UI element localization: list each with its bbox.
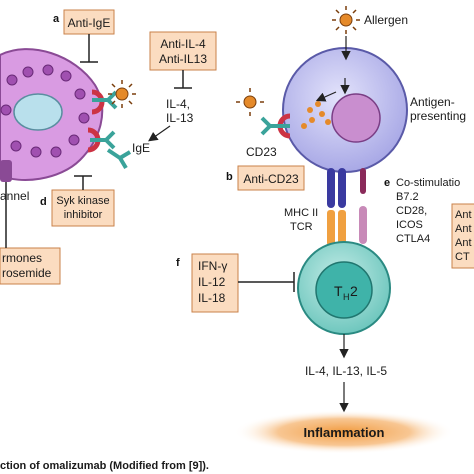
syk-label-line1: Syk kinase bbox=[56, 195, 109, 207]
allergen-label: Allergen bbox=[364, 13, 408, 27]
costim-label-1: Co-stimulatio bbox=[396, 177, 460, 189]
mast-cell bbox=[0, 48, 104, 182]
channel-label: annel bbox=[0, 189, 29, 203]
il4-label: IL-4, bbox=[166, 97, 190, 111]
cd23-label: CD23 bbox=[246, 145, 277, 159]
il18-label: IL-18 bbox=[198, 291, 226, 305]
costim-label-3: CD28, bbox=[396, 205, 427, 217]
mhc-tcr-complex bbox=[327, 168, 367, 246]
inflammation-label: Inflammation bbox=[304, 425, 385, 440]
anti-right-label-4: CT bbox=[455, 251, 470, 263]
allergen-icon-apc bbox=[236, 88, 264, 116]
th2-label-sub: H bbox=[343, 292, 350, 302]
anti-costim-box: Ant Ant Ant CT bbox=[451, 203, 474, 269]
syk-label-line2: inhibitor bbox=[64, 209, 103, 221]
inflammation-glow bbox=[234, 410, 454, 454]
panel-letter-b: b bbox=[226, 171, 233, 183]
anti-il13-label: Anti-IL13 bbox=[159, 52, 207, 66]
syk-inhibitor-line bbox=[74, 175, 92, 190]
antigen-presenting-cell bbox=[282, 47, 408, 173]
anti-il4-label: Anti-IL-4 bbox=[160, 37, 206, 51]
hormones-box: rmones rosemide bbox=[0, 247, 61, 285]
anti-right-label-1: Ant bbox=[455, 209, 472, 221]
costim-label-5: CTLA4 bbox=[396, 233, 430, 245]
anti-right-label-3: Ant bbox=[455, 237, 472, 249]
allergen-icon bbox=[108, 80, 136, 108]
costim-label-2: B7.2 bbox=[396, 191, 419, 203]
anti-ige-box: a Anti-IgE bbox=[53, 9, 115, 35]
panel-letter-d: d bbox=[40, 196, 47, 208]
th2-label-num: 2 bbox=[350, 283, 358, 299]
antigen-label-line2: presenting bbox=[410, 109, 466, 123]
ige-antibody-icon bbox=[106, 148, 132, 170]
cytokines-label: IL-4, IL-13, IL-5 bbox=[305, 364, 387, 378]
hormones-label-line1: rmones bbox=[2, 251, 42, 265]
allergen-icon-top bbox=[332, 6, 360, 34]
antigen-label-line1: Antigen- bbox=[410, 95, 455, 109]
figure-caption: ction of omalizumab (Modified from [9]). bbox=[0, 460, 209, 472]
th2-cell: T H 2 bbox=[297, 241, 391, 335]
hormones-label-line2: rosemide bbox=[2, 266, 52, 280]
anti-right-label-2: Ant bbox=[455, 223, 472, 235]
ifn-inhibitor-line bbox=[238, 272, 295, 292]
anti-cd23-box: b Anti-CD23 bbox=[226, 165, 305, 191]
th2-label: T bbox=[334, 283, 343, 299]
panel-letter-f: f bbox=[176, 257, 180, 269]
il12-label: IL-12 bbox=[198, 275, 226, 289]
anti-cd23-label: Anti-CD23 bbox=[243, 172, 299, 186]
anti-ige-inhibitor bbox=[80, 34, 98, 63]
mhc-label: MHC II bbox=[284, 207, 318, 219]
anti-il-inhibitor bbox=[174, 70, 192, 89]
syk-inhibitor-box: d Syk kinase inhibitor bbox=[40, 189, 115, 227]
ige-label: IgE bbox=[132, 141, 150, 155]
ifn-il-box: f IFN-γ IL-12 IL-18 bbox=[176, 253, 239, 313]
anti-ige-label: Anti-IgE bbox=[68, 16, 111, 30]
anti-il4-il13-box: Anti-IL-4 Anti-IL13 bbox=[149, 31, 217, 71]
panel-letter-e: e bbox=[384, 177, 390, 189]
tcr-label: TCR bbox=[290, 221, 313, 233]
cd23-receptor bbox=[260, 113, 291, 139]
ifn-label: IFN-γ bbox=[198, 259, 227, 273]
panel-letter-a: a bbox=[53, 13, 60, 25]
il13-label: IL-13 bbox=[166, 111, 194, 125]
costim-label-4: ICOS bbox=[396, 219, 423, 231]
il-to-ige-arrow bbox=[148, 125, 171, 142]
